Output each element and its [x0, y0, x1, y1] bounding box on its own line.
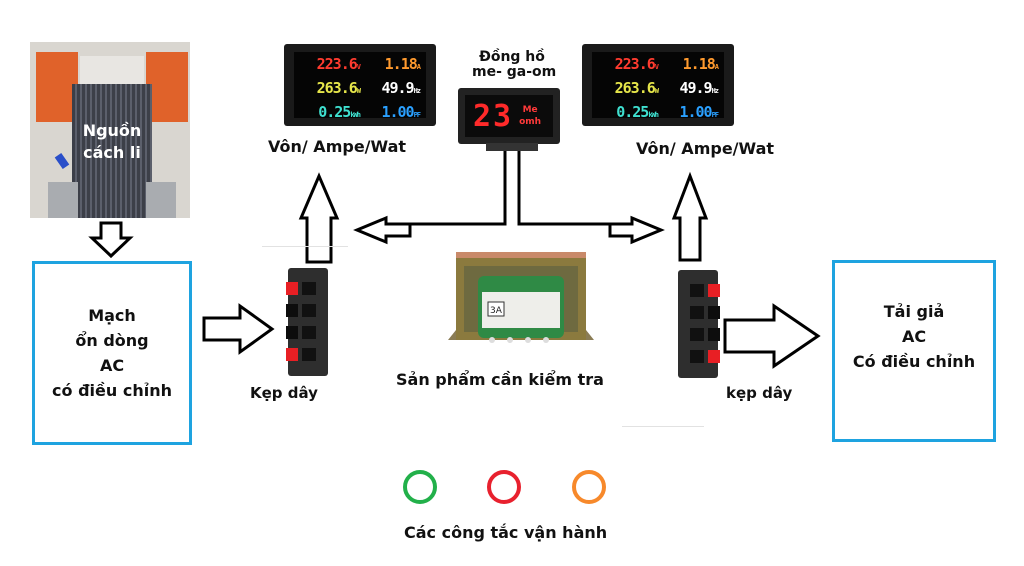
megohmmeter-label-1: Đồng hồ — [479, 49, 545, 65]
meter-reading: 1.00PF — [679, 103, 720, 121]
regulator-line-2: ổn dòng — [75, 331, 149, 350]
divider-line — [622, 426, 704, 427]
meter-unit: A — [416, 63, 421, 71]
meter-right-label: Vôn/ Ampe/Wat — [636, 139, 775, 158]
megohmmeter-connector — [486, 143, 538, 151]
product-tag: 3A — [490, 306, 503, 316]
meter-reading: 223.6V — [614, 55, 659, 73]
meter-unit: V — [356, 63, 361, 71]
arrow-up-icon — [671, 171, 709, 262]
power-meter-right: 223.6V 1.18A 263.6W 49.9Hz 0.25kWh 1.00PF — [582, 44, 734, 126]
meter-unit: PF — [711, 111, 720, 119]
load-line-2: AC — [901, 327, 927, 346]
regulator-line-4: có điều chỉnh — [52, 381, 172, 400]
megohmmeter-reading: 23 — [473, 98, 514, 134]
terminal-right-label: kẹp dây — [726, 384, 793, 402]
meter-unit: Hz — [413, 87, 422, 95]
terminal-left-label: Kẹp dây — [250, 384, 318, 402]
switch-green[interactable] — [403, 470, 437, 504]
regulator-line-3: AC — [99, 356, 125, 375]
meter-reading: 263.6W — [614, 79, 659, 97]
megohmmeter-label: Đồng hồ me- ga-om — [472, 49, 557, 80]
arrow-right-icon — [723, 303, 821, 369]
meter-reading: 1.18A — [384, 55, 421, 73]
power-source-label-2: cách li — [83, 143, 141, 162]
arrow-right-icon — [202, 303, 275, 355]
arrow-down-icon — [88, 221, 134, 259]
meter-reading: 223.6V — [316, 55, 361, 73]
meter-unit: A — [714, 63, 719, 71]
meter-unit: W — [356, 87, 361, 95]
meter-reading: 1.18A — [682, 55, 719, 73]
meter-unit: W — [654, 87, 659, 95]
meter-unit: V — [654, 63, 659, 71]
meter-reading: 0.25kWh — [318, 103, 361, 121]
load-line-1: Tải giả — [883, 302, 945, 321]
meter-unit: PF — [413, 111, 422, 119]
switch-red[interactable] — [487, 470, 521, 504]
terminal-block-right — [678, 270, 720, 378]
meter-left-label: Vôn/ Ampe/Wat — [268, 137, 407, 156]
meter-unit: Hz — [711, 87, 720, 95]
product-label: Sản phẩm cần kiểm tra — [396, 370, 604, 389]
load-box: Tải giả AC Có điều chỉnh — [832, 260, 996, 442]
megohmmeter-display: 23 Me omh — [458, 88, 560, 144]
megohmmeter-label-2: me- ga-om — [472, 64, 557, 80]
megohmmeter-unit-1: Me — [522, 105, 538, 115]
regulator-line-1: Mạch — [88, 306, 136, 325]
power-source-label-1: Nguồn — [82, 121, 142, 140]
switch-orange[interactable] — [572, 470, 606, 504]
switches-label: Các công tắc vận hành — [404, 523, 608, 542]
isolation-transformer-image: Nguồn cách li — [30, 42, 190, 218]
terminal-block-left — [286, 268, 328, 376]
meter-reading: 49.9Hz — [679, 79, 720, 97]
arrow-up-icon — [298, 172, 340, 264]
power-meter-left: 223.6V 1.18A 263.6W 49.9Hz 0.25kWh 1.00PF — [284, 44, 436, 126]
meter-reading: 49.9Hz — [381, 79, 422, 97]
meter-unit: kWh — [648, 111, 659, 119]
arrow-right-icon — [608, 215, 665, 245]
arrow-left-icon — [353, 215, 412, 245]
meter-reading: 1.00PF — [381, 103, 422, 121]
load-line-3: Có điều chỉnh — [852, 352, 976, 371]
megohmmeter-unit-2: omh — [519, 117, 542, 127]
regulator-box: Mạch ổn dòng AC có điều chỉnh — [32, 261, 192, 445]
meter-reading: 263.6W — [316, 79, 361, 97]
meter-unit: kWh — [350, 111, 361, 119]
product-transformer-image: 3A — [448, 252, 594, 343]
meter-reading: 0.25kWh — [616, 103, 659, 121]
divider-line — [262, 246, 348, 247]
